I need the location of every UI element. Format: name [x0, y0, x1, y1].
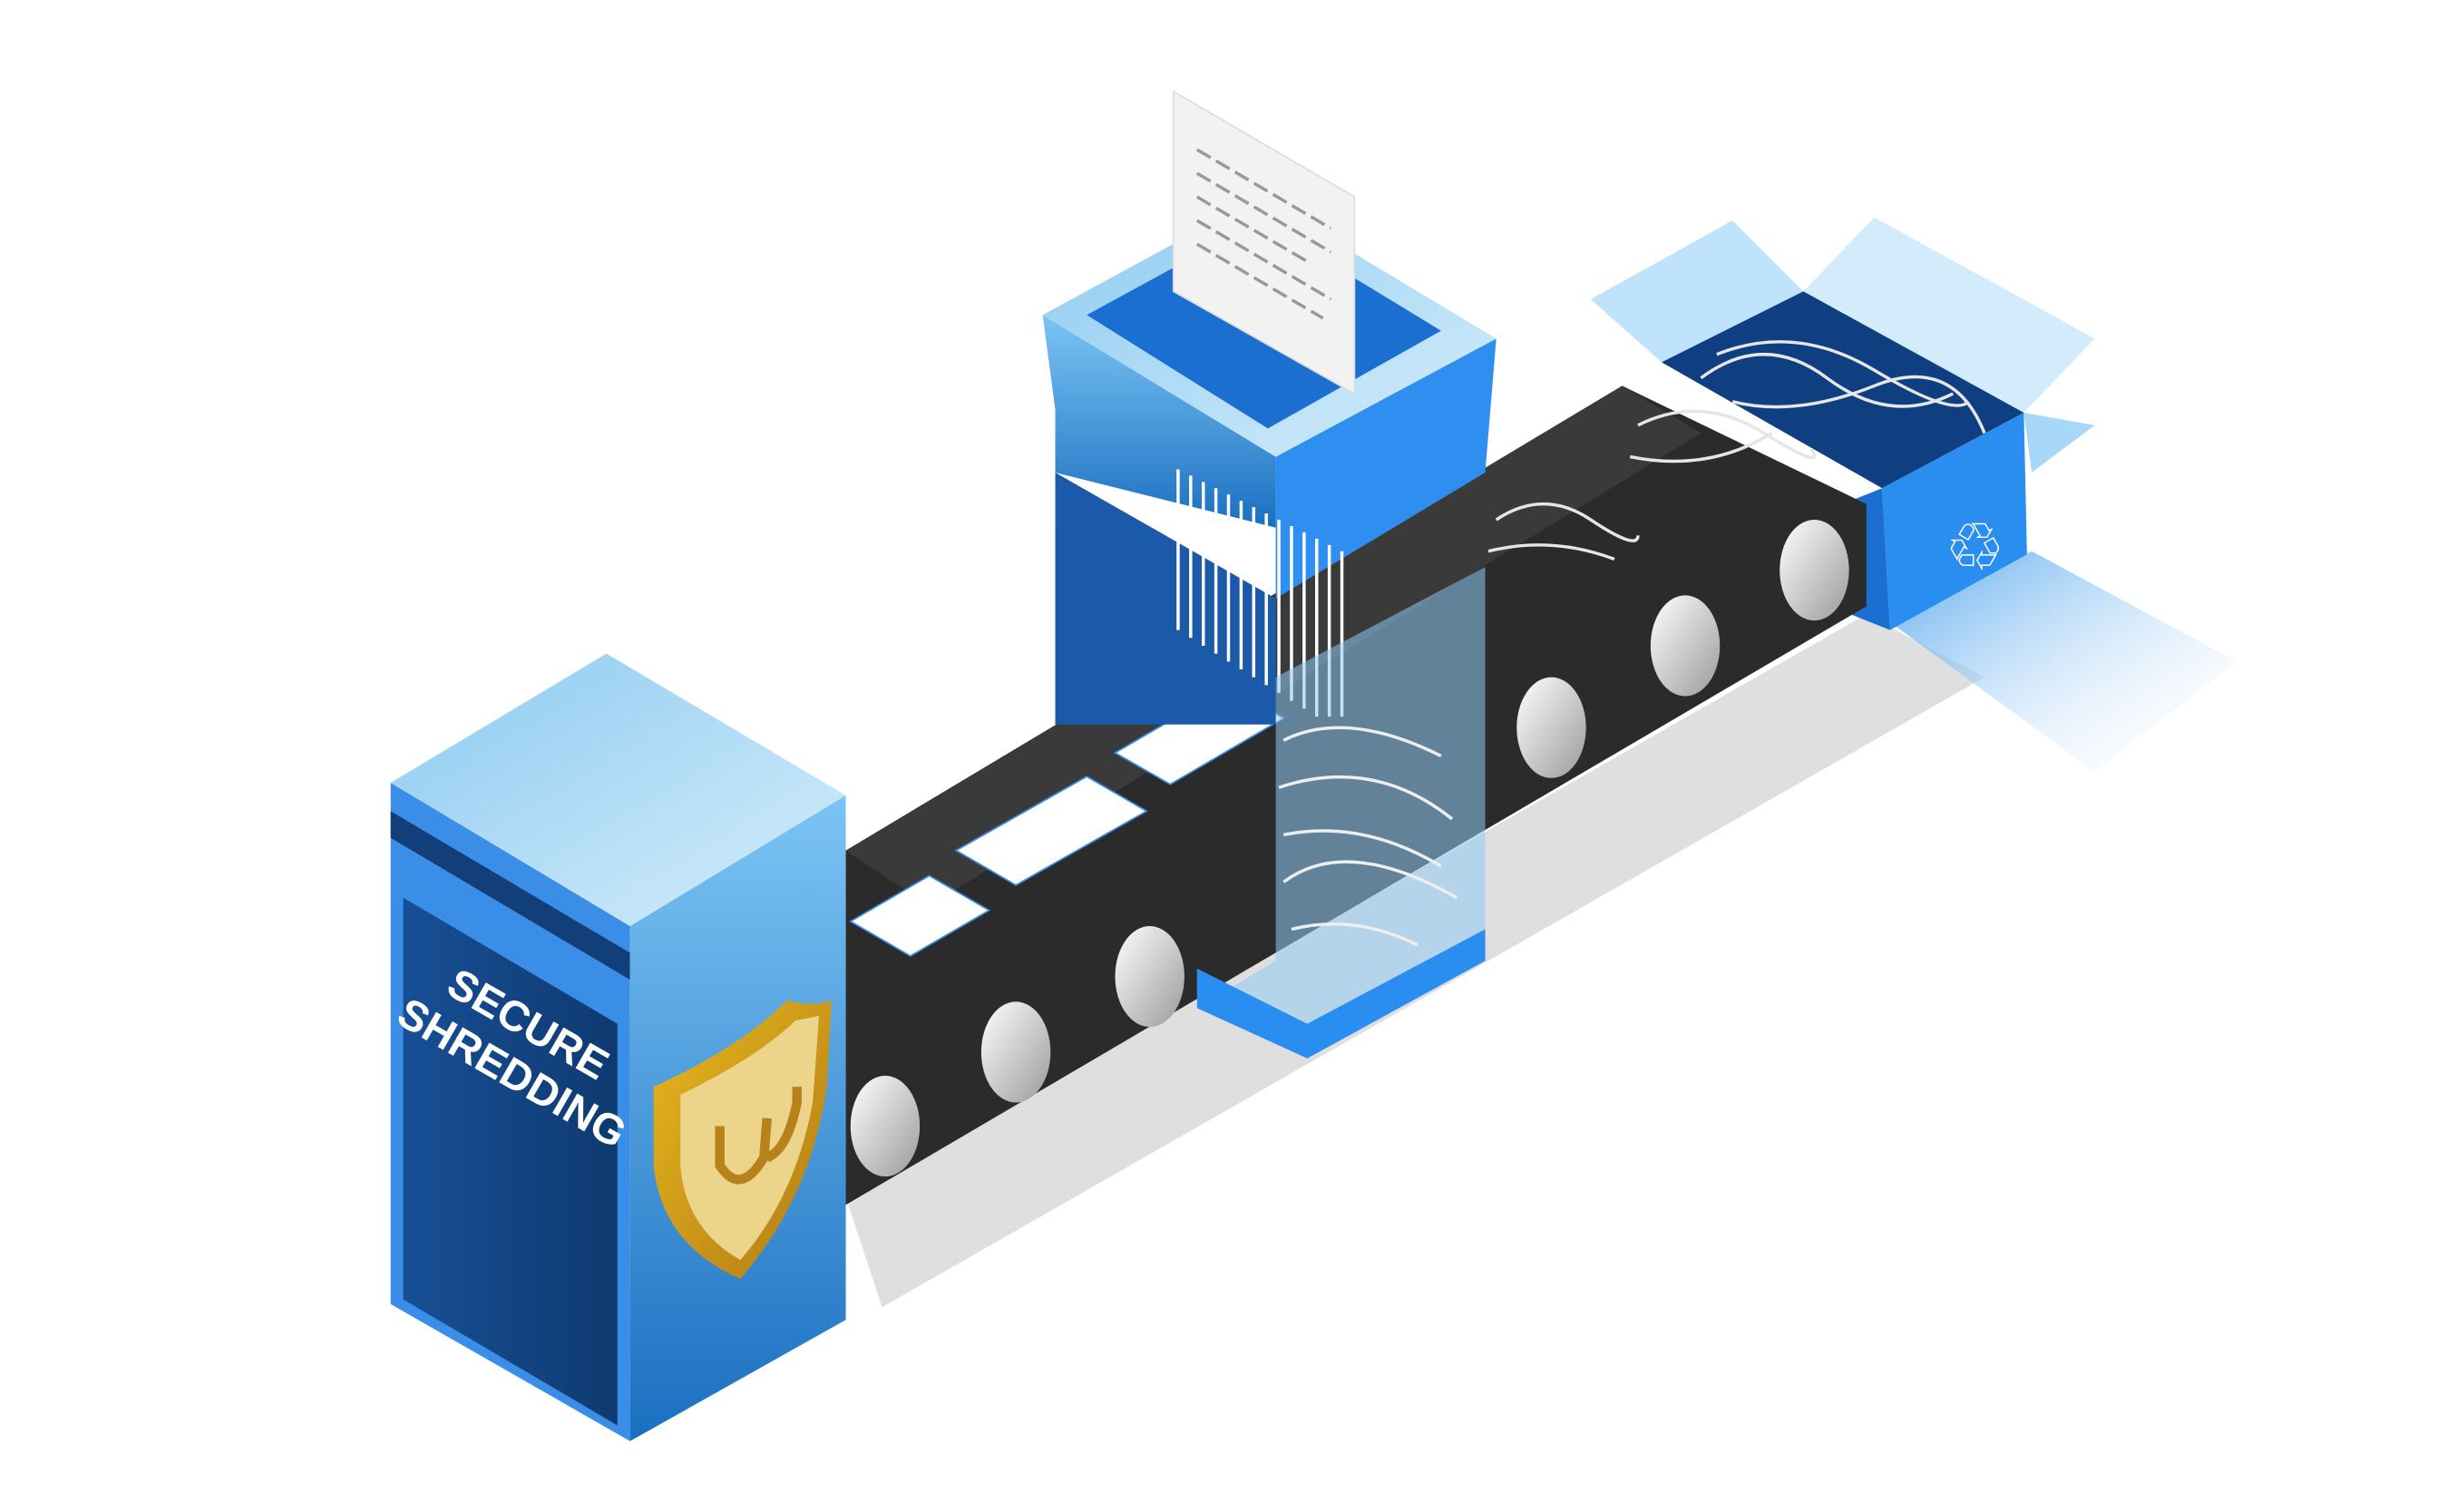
- roller: [850, 1076, 921, 1177]
- roller: [1650, 595, 1721, 697]
- shredder-machine: [1042, 90, 1497, 1058]
- roller: [1115, 926, 1185, 1028]
- roller: [1779, 520, 1849, 621]
- rollers: [850, 520, 1849, 1177]
- document-icon: [1172, 90, 1356, 395]
- recycle-icon: ♲: [1945, 510, 2004, 587]
- shredded-paper-icon: [1487, 409, 1817, 561]
- shield-icon: [653, 1000, 832, 1280]
- secure-shredding-cabinet: SECURE SHREDDING: [390, 653, 846, 1441]
- light-beam: [1889, 551, 2237, 772]
- roller: [1516, 677, 1586, 778]
- recycle-box: ♲: [1590, 217, 2095, 630]
- shredded-paper-icon: [1278, 726, 1458, 947]
- roller: [980, 1001, 1051, 1103]
- paper-strips: [1176, 469, 1344, 717]
- shredded-paper-icon: [1700, 340, 1986, 434]
- waste-bin: [1196, 567, 1486, 1058]
